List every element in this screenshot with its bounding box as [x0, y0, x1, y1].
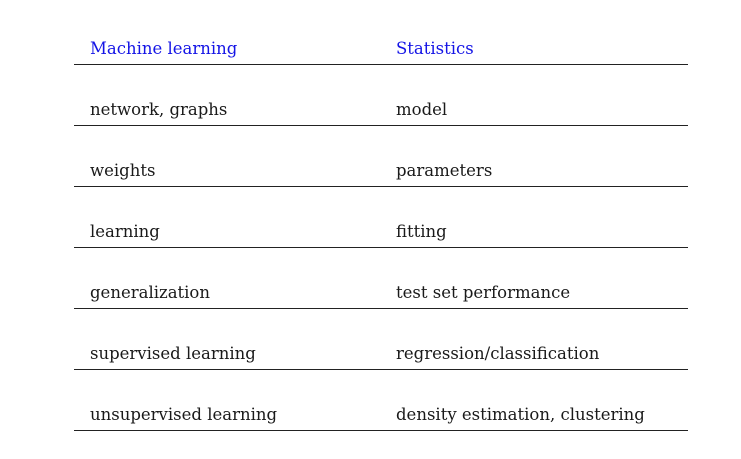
table-row: generalization test set performance — [74, 248, 688, 309]
stats-term: density estimation, clustering — [396, 405, 645, 424]
stats-term: model — [396, 100, 448, 119]
table-row: learning fitting — [74, 187, 688, 248]
table-row: network, graphs model — [74, 65, 688, 126]
header-statistics: Statistics — [396, 39, 474, 58]
ml-term: unsupervised learning — [90, 405, 278, 424]
stats-term: fitting — [396, 222, 447, 241]
table-row: supervised learning regression/classific… — [74, 309, 688, 370]
comparison-table: Machine learning Statistics network, gra… — [74, 36, 688, 431]
table-header-row: Machine learning Statistics — [74, 36, 688, 65]
ml-term: learning — [90, 222, 160, 241]
ml-term: network, graphs — [90, 100, 228, 119]
header-machine-learning: Machine learning — [90, 39, 238, 58]
table-row: weights parameters — [74, 126, 688, 187]
ml-term: generalization — [90, 283, 210, 302]
stats-term: test set performance — [396, 283, 571, 302]
stats-term: regression/classification — [396, 344, 600, 363]
stats-term: parameters — [396, 161, 493, 180]
table-row: unsupervised learning density estimation… — [74, 370, 688, 431]
ml-term: weights — [90, 161, 156, 180]
ml-term: supervised learning — [90, 344, 256, 363]
